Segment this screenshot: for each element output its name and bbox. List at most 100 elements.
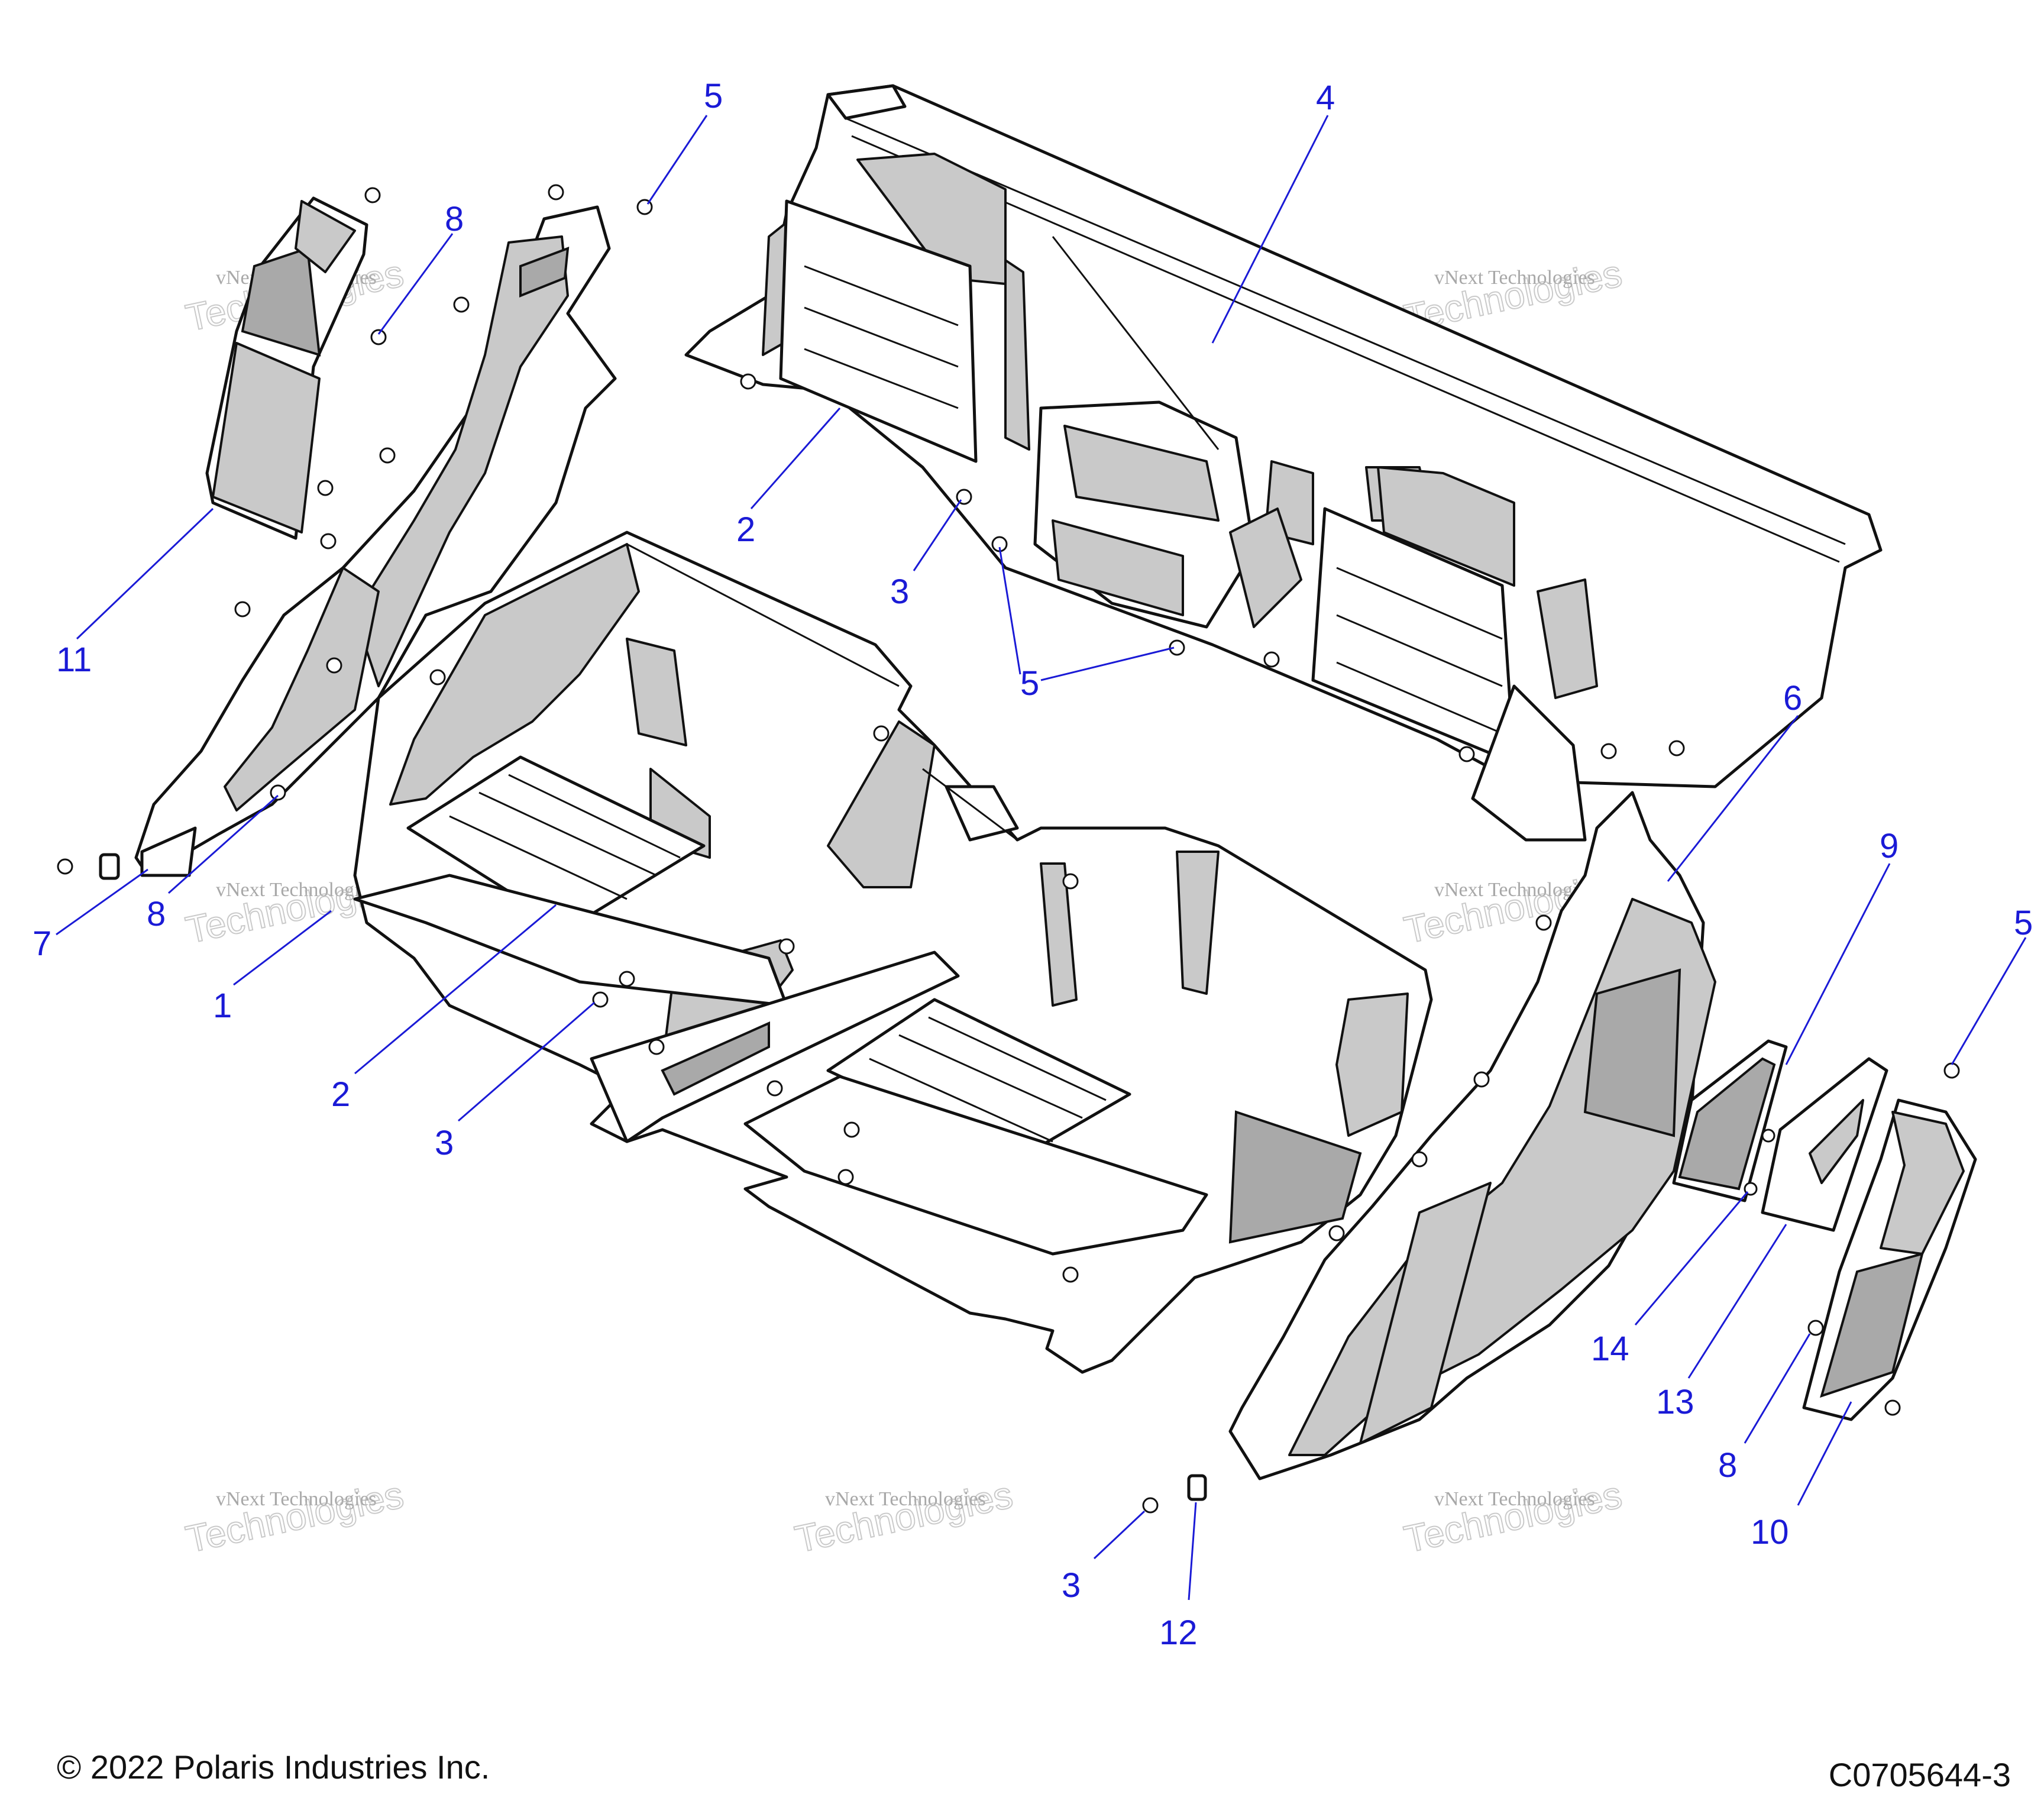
screw — [767, 1080, 783, 1097]
leader-12 — [1188, 1502, 1197, 1601]
leader-7 — [56, 868, 148, 936]
part-12-clip — [1187, 1474, 1207, 1501]
leader-2-bottom — [354, 904, 557, 1075]
push-rivet — [778, 938, 795, 955]
callout-8-right: 8 — [1718, 1446, 1737, 1485]
leader-8-left — [168, 794, 279, 894]
part-13-cover-plate — [1761, 1057, 1888, 1232]
push-nut — [326, 657, 342, 674]
push-rivet — [429, 669, 446, 686]
leader-lines — [56, 115, 2027, 1601]
callout-5-right: 5 — [2014, 904, 2033, 942]
push-rivet — [453, 296, 470, 313]
callout-8-top: 8 — [445, 200, 464, 238]
part-7-clip — [99, 853, 120, 880]
leader-11 — [76, 507, 214, 640]
callout-2-bottom: 2 — [331, 1075, 350, 1114]
drawing-code: C0705644-3 — [1828, 1756, 2011, 1793]
callout-12: 12 — [1159, 1614, 1198, 1652]
watermark-large: Technologies — [1401, 1473, 1625, 1561]
callout-labels: 5 4 8 11 2 3 5 6 9 5 7 8 1 2 3 14 13 8 1… — [33, 77, 2033, 1652]
screw — [1884, 1399, 1901, 1416]
push-rivet — [1535, 914, 1552, 931]
push-rivet — [1943, 1062, 1960, 1079]
leader-8-top — [377, 233, 454, 335]
leader-8-right — [1744, 1333, 1811, 1444]
callout-7: 7 — [33, 924, 51, 963]
leader-5-mid-a — [998, 547, 1021, 675]
callout-3-top: 3 — [890, 573, 909, 611]
callout-3-bottom: 3 — [435, 1124, 454, 1162]
screw — [1263, 651, 1280, 668]
part-frame-floor — [353, 874, 1208, 1256]
leader-10 — [1797, 1401, 1852, 1506]
push-nut — [370, 329, 387, 345]
screw — [1761, 1129, 1775, 1143]
leader-4 — [1211, 115, 1329, 344]
watermark-text: vNext Technologies — [1434, 267, 1595, 289]
leader-14 — [1634, 1191, 1749, 1325]
callout-5-mid: 5 — [1020, 664, 1039, 703]
leader-13 — [1687, 1224, 1787, 1379]
screw — [1458, 746, 1475, 762]
push-nut — [1807, 1320, 1824, 1336]
push-rivet — [234, 601, 251, 617]
leader-2-top — [750, 408, 841, 509]
screw — [1062, 1266, 1079, 1283]
push-rivet — [1062, 873, 1079, 890]
screw — [740, 373, 756, 390]
callout-13: 13 — [1656, 1383, 1694, 1421]
callout-9: 9 — [1880, 827, 1899, 865]
part-1-cargo-box — [353, 531, 1433, 1374]
part-10-right-trim-panel — [1802, 1098, 1977, 1421]
callout-3-lower: 3 — [1062, 1566, 1081, 1605]
push-rivet — [364, 187, 381, 203]
leader-5-mid-b — [1040, 646, 1175, 681]
fasteners — [57, 184, 1960, 1514]
screw — [57, 858, 73, 875]
watermark-text: vNext Technologies — [1434, 1488, 1595, 1510]
watermark-text: vNext Technologies — [216, 879, 377, 901]
push-rivet — [1411, 1151, 1428, 1168]
leader-9 — [1785, 863, 1891, 1065]
callout-2-top: 2 — [736, 510, 755, 549]
push-nut — [270, 784, 286, 801]
watermark-bottom-left: vNext Technologies Technologies — [182, 1473, 407, 1561]
push-rivet — [379, 447, 396, 464]
leader-5-right — [1951, 937, 2027, 1065]
watermark-text: vNext Technologies — [825, 1488, 986, 1510]
watermark-text: vNext Technologies — [1434, 879, 1595, 901]
callout-11: 11 — [56, 641, 92, 679]
push-rivet — [1169, 639, 1185, 656]
leader-3-top — [913, 499, 962, 571]
callout-5-top: 5 — [704, 77, 723, 115]
watermark-bottom-right: vNext Technologies Technologies — [1400, 1473, 1626, 1561]
push-rivet — [1600, 743, 1617, 759]
push-rivet — [1328, 1225, 1345, 1241]
part-7-left-side-panel — [134, 205, 617, 877]
watermark-large: Technologies — [791, 1473, 1016, 1561]
leader-6 — [1667, 715, 1799, 882]
push-rivet — [1668, 740, 1685, 756]
push-rivet — [320, 533, 337, 549]
watermark-large: Technologies — [182, 1473, 407, 1561]
screw — [837, 1169, 854, 1185]
push-rivet — [1473, 1071, 1490, 1088]
leader-5-top — [646, 115, 708, 205]
leader-1 — [233, 910, 332, 986]
part-11-left-trim-panel — [205, 196, 368, 540]
callout-10: 10 — [1751, 1513, 1789, 1551]
screw — [592, 991, 609, 1008]
screw — [648, 1039, 665, 1055]
copyright-text: © 2022 Polaris Industries Inc. — [57, 1748, 490, 1786]
watermark-text: vNext Technologies — [216, 1488, 377, 1510]
part-9-grille — [1672, 1039, 1788, 1202]
callout-8-left: 8 — [147, 895, 166, 933]
part-4-rear-panel — [684, 84, 1883, 842]
leader-3-lower — [1093, 1510, 1146, 1560]
screw — [873, 725, 890, 742]
push-rivet — [548, 184, 564, 201]
callout-14: 14 — [1591, 1330, 1629, 1368]
screw — [619, 971, 635, 987]
callout-6: 6 — [1783, 679, 1802, 717]
